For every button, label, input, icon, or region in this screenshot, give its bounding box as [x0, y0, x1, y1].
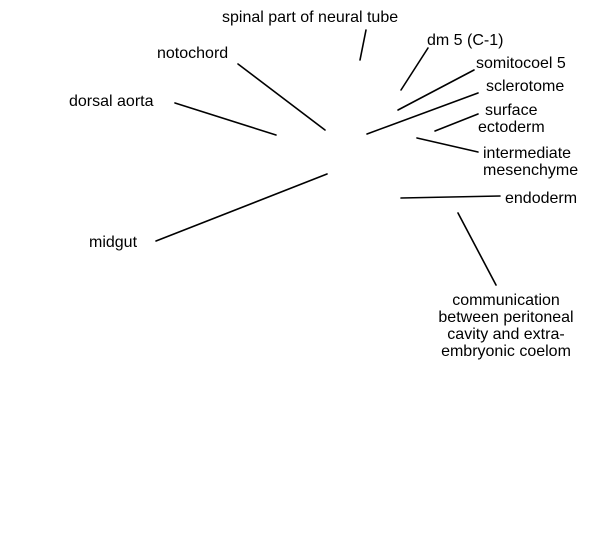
leader-communication: [457, 212, 497, 286]
leader-endoderm: [400, 195, 501, 199]
label-surface-ectoderm-line2: ectoderm: [478, 119, 545, 136]
leader-intermediate-mesenchyme: [416, 137, 479, 153]
label-surface-ectoderm: surface ectoderm: [478, 102, 545, 136]
label-somitocoel5: somitocoel 5: [476, 55, 566, 72]
leader-midgut: [155, 173, 328, 242]
label-communication-line4: embryonic coelom: [441, 343, 571, 360]
label-communication-line3: cavity and extra-: [447, 326, 565, 343]
leader-surface-ectoderm: [434, 113, 479, 132]
label-midgut: midgut: [89, 234, 138, 251]
label-intermediate-mesenchyme-line2: mesenchyme: [483, 162, 579, 179]
label-sclerotome: sclerotome: [486, 78, 565, 95]
leader-sclerotome: [366, 92, 479, 135]
leader-spinal-part: [359, 29, 367, 61]
label-dm5: dm 5 (C-1): [427, 32, 504, 49]
label-communication-line1: communication: [452, 292, 560, 309]
leader-dm5: [400, 47, 429, 91]
label-intermediate-mesenchyme-line1: intermediate: [483, 145, 572, 162]
label-communication-line2: between peritoneal: [438, 309, 574, 326]
leader-notochord: [237, 63, 326, 131]
label-surface-ectoderm-line1: surface: [485, 102, 538, 119]
label-dorsal-aorta: dorsal aorta: [69, 93, 154, 110]
label-notochord: notochord: [157, 45, 229, 62]
label-endoderm: endoderm: [505, 190, 578, 207]
label-intermediate-mesenchyme: intermediate mesenchyme: [483, 145, 578, 179]
label-communication: communication between peritoneal cavity …: [416, 292, 596, 360]
label-spinal-part-of-neural-tube: spinal part of neural tube: [222, 9, 399, 26]
leader-dorsal-aorta: [174, 102, 277, 136]
leader-somitocoel5: [397, 69, 475, 111]
